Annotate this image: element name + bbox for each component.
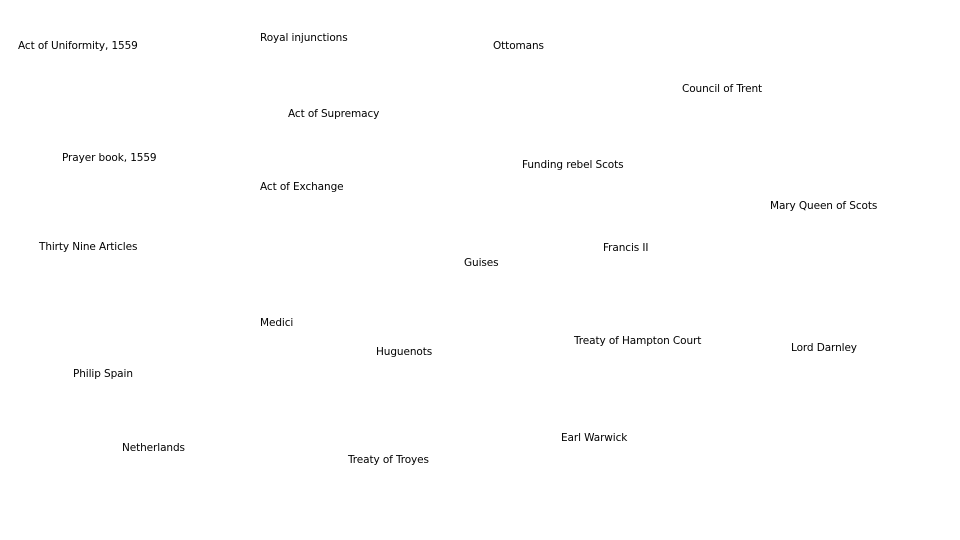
term-council-of-trent: Council of Trent	[682, 83, 763, 95]
term-mary-queen-of-scots: Mary Queen of Scots	[770, 200, 878, 212]
term-treaty-of-troyes: Treaty of Troyes	[348, 454, 429, 466]
term-treaty-of-hampton-court: Treaty of Hampton Court	[574, 335, 702, 347]
term-ottomans: Ottomans	[493, 40, 544, 52]
term-guises: Guises	[464, 257, 499, 269]
term-lord-darnley: Lord Darnley	[791, 342, 857, 354]
term-francis-ii: Francis II	[603, 242, 649, 254]
term-act-of-uniformity: Act of Uniformity, 1559	[18, 40, 138, 52]
term-prayer-book: Prayer book, 1559	[62, 152, 157, 164]
term-act-of-exchange: Act of Exchange	[260, 181, 344, 193]
term-thirty-nine-articles: Thirty Nine Articles	[39, 241, 138, 253]
term-earl-warwick: Earl Warwick	[561, 432, 628, 444]
term-philip-spain: Philip Spain	[73, 368, 133, 380]
term-medici: Medici	[260, 317, 294, 329]
term-funding-rebel-scots: Funding rebel Scots	[522, 159, 624, 171]
term-royal-injunctions: Royal injunctions	[260, 32, 348, 44]
term-act-of-supremacy: Act of Supremacy	[288, 108, 380, 120]
term-huguenots: Huguenots	[376, 346, 433, 358]
term-netherlands: Netherlands	[122, 442, 185, 454]
